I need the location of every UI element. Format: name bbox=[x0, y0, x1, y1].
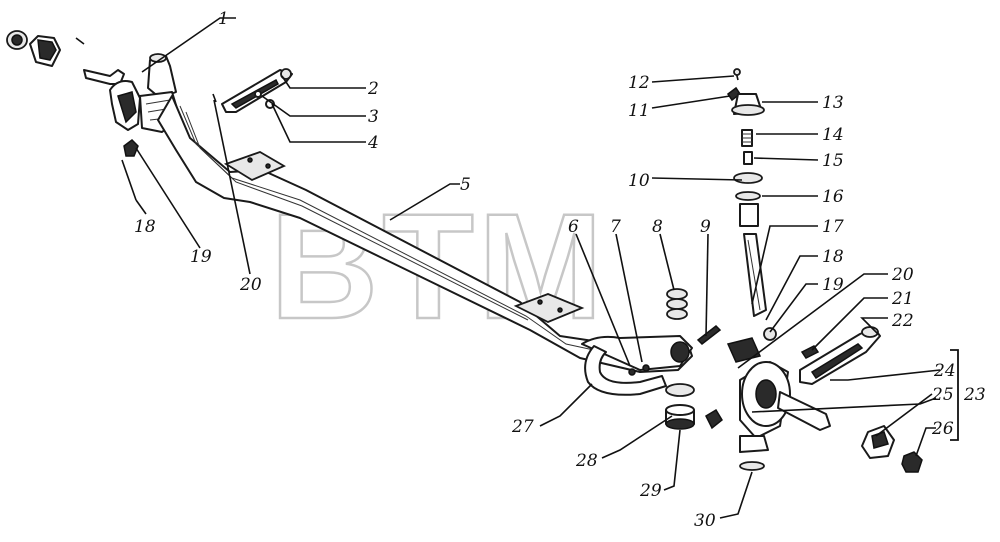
shim-stack bbox=[666, 288, 688, 320]
callout-17: 17 bbox=[822, 217, 844, 237]
callout-18-right: 18 bbox=[822, 247, 844, 267]
callout-20-left: 20 bbox=[239, 275, 262, 295]
callout-8: 8 bbox=[652, 217, 663, 237]
callout-18-left: 18 bbox=[134, 217, 156, 237]
callout-28: 28 bbox=[575, 451, 598, 471]
left-hub-small-parts bbox=[6, 30, 85, 67]
callout-25: 25 bbox=[931, 385, 954, 405]
callout-15: 15 bbox=[822, 151, 844, 171]
callout-22: 22 bbox=[891, 311, 914, 331]
callout-3: 3 bbox=[368, 107, 379, 127]
callout-30: 30 bbox=[694, 511, 716, 531]
callout-16: 16 bbox=[822, 187, 844, 207]
right-bearing-parts bbox=[665, 383, 765, 471]
callout-19-left: 19 bbox=[190, 247, 212, 267]
callout-13: 13 bbox=[822, 93, 844, 113]
callout-26: 26 bbox=[931, 419, 954, 439]
callout-1: 1 bbox=[218, 9, 229, 29]
group-bracket bbox=[950, 349, 959, 441]
leader-lines bbox=[135, 17, 941, 519]
right-hub-small-parts bbox=[861, 425, 923, 473]
kingpin-upper-parts bbox=[726, 68, 767, 317]
callout-12: 12 bbox=[628, 73, 650, 93]
left-steering-arm bbox=[212, 68, 293, 113]
callout-29: 29 bbox=[639, 481, 662, 501]
axle-beam bbox=[157, 95, 693, 373]
callout-2: 2 bbox=[367, 79, 379, 99]
callout-labels: 1 2 3 4 5 6 7 8 9 10 11 12 13 14 15 16 1… bbox=[134, 9, 986, 531]
callout-9: 9 bbox=[700, 217, 711, 237]
callout-24: 24 bbox=[933, 361, 956, 381]
callout-23: 23 bbox=[963, 385, 986, 405]
callout-27: 27 bbox=[511, 417, 534, 437]
callout-20-right: 20 bbox=[891, 265, 914, 285]
right-steering-arm bbox=[799, 326, 881, 385]
left-steering-knuckle bbox=[83, 53, 181, 133]
callout-7: 7 bbox=[610, 217, 621, 237]
callout-4: 4 bbox=[367, 133, 379, 153]
callout-21: 21 bbox=[891, 289, 914, 309]
callout-19-right: 19 bbox=[822, 275, 844, 295]
callout-5: 5 bbox=[460, 175, 471, 195]
left-kingpin-nut bbox=[121, 139, 139, 201]
lower-arm bbox=[584, 345, 667, 396]
callout-14: 14 bbox=[822, 125, 844, 145]
callout-6: 6 bbox=[568, 217, 579, 237]
callout-10: 10 bbox=[628, 171, 650, 191]
wedge-pin bbox=[696, 325, 722, 345]
callout-11: 11 bbox=[628, 101, 650, 121]
